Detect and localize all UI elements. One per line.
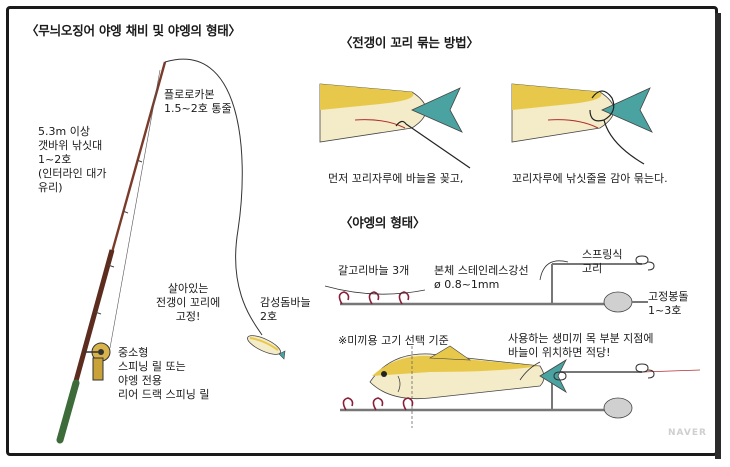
heading-tail-tying: 〈전갱이 꼬리 묶는 방법〉 bbox=[340, 35, 479, 50]
label-hooks: 갈고리바늘 3개 bbox=[338, 264, 410, 277]
label-bait-hook: 감성돔바늘 2호 bbox=[260, 296, 311, 323]
spinning-reel-illustration bbox=[84, 342, 111, 381]
label-rod: 5.3m 이상 갯바위 낚싯대 1~2호 (인터라인 대가 유리) bbox=[38, 125, 107, 194]
heading-yaeng-shape: 〈야엥의 형태〉 bbox=[340, 215, 426, 230]
label-spring-ring: 스프링식 고리 bbox=[582, 248, 623, 275]
heading-rig-equipment: 〈무늬오징어 야엥 채비 및 야엥의 형태〉 bbox=[26, 23, 241, 38]
label-step2: 꼬리자루에 낚싯줄을 감아 묶는다. bbox=[512, 172, 668, 185]
bait-fish-illustration bbox=[247, 335, 286, 360]
label-body-wire: 본체 스테인레스강선 ø 0.8~1mm bbox=[434, 264, 529, 291]
sinker-top bbox=[603, 291, 633, 313]
rod-grip bbox=[56, 379, 80, 444]
figure-frame bbox=[6, 6, 721, 459]
yaeng-rig-bottom-illustration bbox=[340, 345, 701, 428]
label-step1: 먼저 꼬리자루에 바늘을 꽂고, bbox=[328, 172, 464, 185]
watermark-logo: NAVER bbox=[668, 428, 707, 438]
tail-tying-step1-illustration bbox=[319, 83, 471, 169]
label-line: 플로로카본 1.5~2호 통줄 bbox=[164, 88, 232, 115]
tail-tying-step2-illustration bbox=[511, 83, 653, 165]
label-note-position: 사용하는 생미끼 목 부분 지점에 바늘이 위치하면 적당! bbox=[508, 332, 654, 359]
label-sinker: 고정봉돌 1~3호 bbox=[648, 290, 689, 317]
hooks-top bbox=[338, 291, 410, 305]
fishing-line bbox=[164, 58, 263, 336]
label-reel: 중소형 스피닝 릴 또는 야엥 전용 리어 드랙 스피닝 릴 bbox=[118, 346, 210, 401]
label-note-ref: ※미끼용 고기 선택 기준 bbox=[338, 334, 449, 347]
yaeng-rig-top-illustration bbox=[324, 255, 655, 313]
label-live-bait: 살아있는 전갱이 꼬리에 고정! bbox=[156, 282, 221, 323]
fishing-rod-illustration bbox=[56, 61, 167, 444]
